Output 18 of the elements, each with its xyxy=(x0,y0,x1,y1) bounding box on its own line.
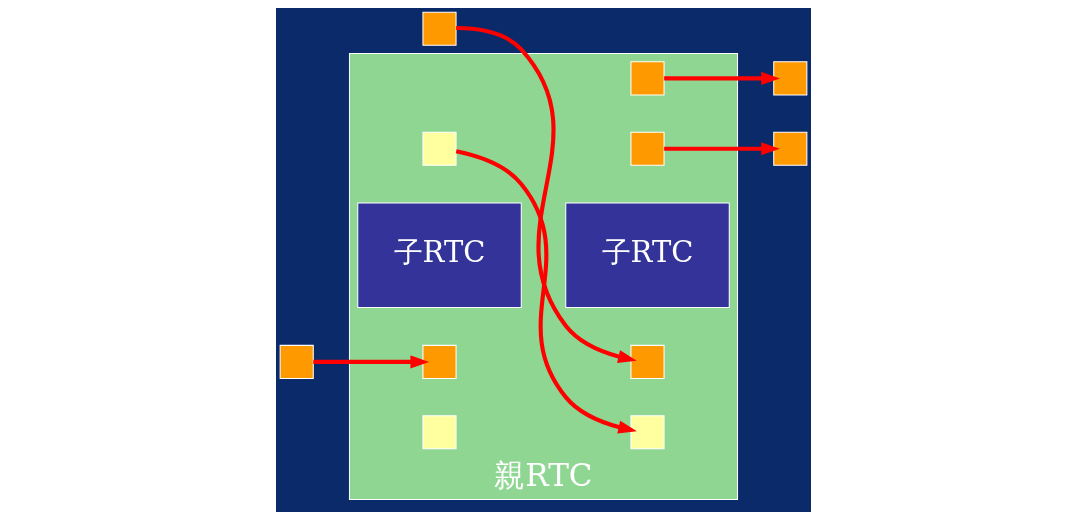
arrow xyxy=(455,25,637,363)
node-box xyxy=(772,131,807,166)
arrow xyxy=(455,149,637,434)
node-box xyxy=(629,344,665,379)
node-box xyxy=(629,61,665,96)
node-box xyxy=(421,415,457,450)
node-box xyxy=(421,131,457,166)
node-box xyxy=(279,344,314,379)
node-box xyxy=(421,11,457,46)
arrow xyxy=(312,355,429,369)
node-box xyxy=(421,344,457,379)
node-box: 子RTC xyxy=(564,202,730,309)
node-box xyxy=(772,61,807,96)
node-box: 子RTC xyxy=(356,202,522,309)
node-box xyxy=(629,415,665,450)
arrow xyxy=(663,142,780,156)
node-box xyxy=(629,131,665,166)
arrow xyxy=(663,71,780,85)
